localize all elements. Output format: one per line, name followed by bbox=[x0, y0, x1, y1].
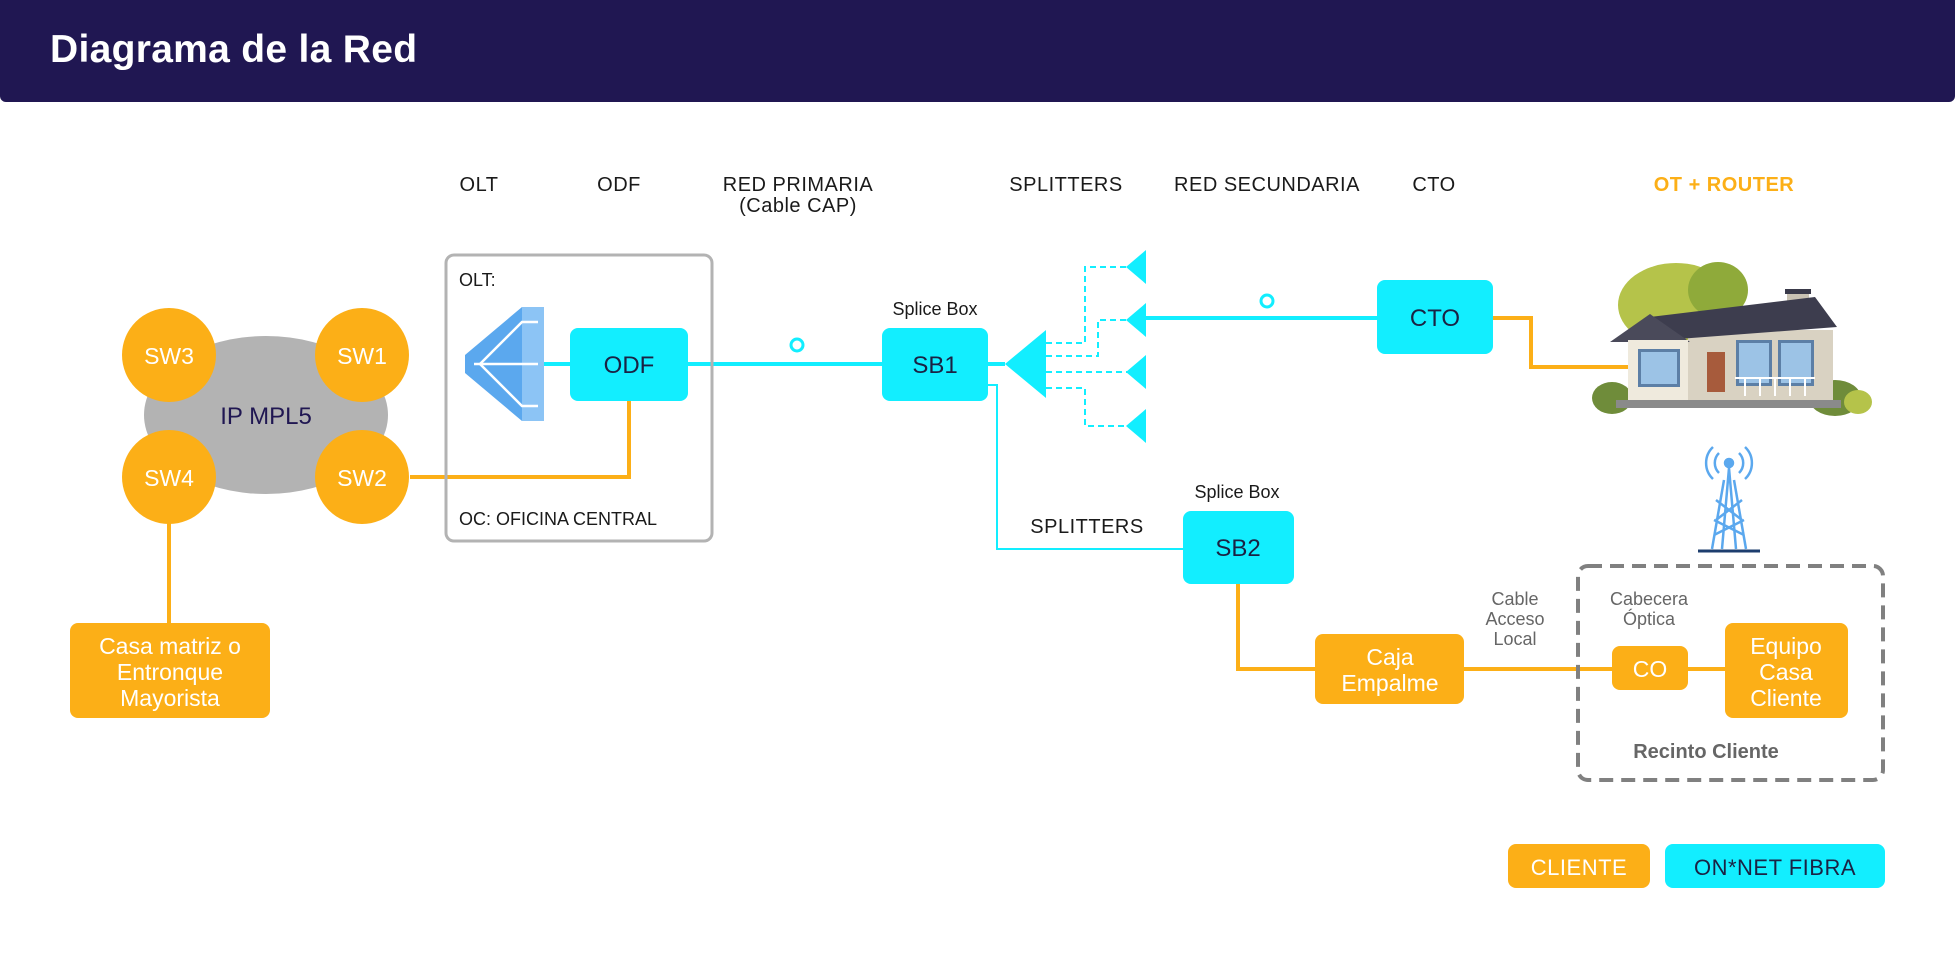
olt-device-icon bbox=[465, 307, 544, 421]
splitters-label-2: SPLITTERS bbox=[1030, 516, 1143, 538]
casa-matriz-line-3: Mayorista bbox=[120, 685, 220, 711]
cabecera-line-2: Óptica bbox=[1623, 608, 1676, 629]
column-red-primaria-sub: (Cable CAP) bbox=[739, 195, 857, 217]
splitter-icon-1 bbox=[1126, 250, 1146, 284]
equipo-cliente-box bbox=[1725, 623, 1848, 718]
sb2-box bbox=[1183, 511, 1294, 584]
cto-box bbox=[1377, 280, 1493, 354]
legend-cliente-label: CLIENTE bbox=[1531, 855, 1627, 880]
main-splitter-icon bbox=[1005, 330, 1046, 398]
page-title: Diagrama de la Red bbox=[50, 28, 418, 71]
link-sw2-odf bbox=[410, 390, 631, 479]
sb1-box bbox=[882, 328, 988, 401]
sb2-caption: Splice Box bbox=[1194, 482, 1279, 502]
column-ot-router: OT + ROUTER bbox=[1654, 174, 1795, 196]
equipo-line-2: Casa bbox=[1759, 659, 1813, 685]
splitter-icon-4 bbox=[1126, 409, 1146, 443]
sb2-box-label: SB2 bbox=[1215, 535, 1260, 562]
casa-matriz-line-1: Casa matriz o bbox=[99, 633, 241, 659]
switch-sw3-label: SW3 bbox=[144, 343, 194, 369]
legend-onnet-label: ON*NET FIBRA bbox=[1694, 855, 1856, 880]
caja-empalme-line-2: Empalme bbox=[1341, 670, 1438, 696]
column-red-secundaria: RED SECUNDARIA bbox=[1174, 174, 1360, 196]
column-olt: OLT bbox=[460, 174, 499, 196]
switch-sw2 bbox=[315, 430, 409, 524]
caja-empalme-box bbox=[1315, 634, 1464, 704]
ip-cloud-label: IP MPL5 bbox=[220, 403, 312, 430]
casa-matriz-box bbox=[70, 623, 270, 718]
column-cto: CTO bbox=[1412, 174, 1455, 196]
cto-box-label: CTO bbox=[1410, 305, 1460, 332]
header-bar: Diagrama de la Red bbox=[0, 0, 1955, 102]
switch-sw3 bbox=[122, 308, 216, 402]
cabecera-line-1: Cabecera bbox=[1610, 589, 1689, 609]
link-cto-house bbox=[1493, 316, 1650, 369]
splitter-icon-3 bbox=[1126, 355, 1146, 389]
casa-matriz-line-2: Entronque bbox=[117, 659, 223, 685]
odf-box bbox=[570, 328, 688, 401]
oc-label: OC: OFICINA CENTRAL bbox=[459, 509, 657, 529]
switch-sw4 bbox=[122, 430, 216, 524]
equipo-line-3: Cliente bbox=[1750, 685, 1822, 711]
olt-label: OLT: bbox=[459, 270, 496, 290]
splitter-fanout bbox=[1046, 266, 1128, 427]
switch-sw1 bbox=[315, 308, 409, 402]
column-red-primaria: RED PRIMARIA bbox=[723, 174, 874, 196]
central-office-frame bbox=[444, 253, 714, 543]
antenna-tower-icon bbox=[1698, 446, 1760, 553]
sb1-caption: Splice Box bbox=[892, 299, 977, 319]
odf-box-label: ODF bbox=[604, 352, 655, 379]
cable-acceso-line-2: Acceso bbox=[1485, 609, 1544, 629]
caja-empalme-line-1: Caja bbox=[1366, 644, 1414, 670]
recinto-cliente-frame bbox=[1576, 564, 1885, 782]
switch-sw2-label: SW2 bbox=[337, 465, 387, 491]
column-odf: ODF bbox=[597, 174, 641, 196]
cable-acceso-line-1: Cable bbox=[1491, 589, 1538, 609]
legend-cliente bbox=[1508, 844, 1650, 888]
recinto-cliente-label: Recinto Cliente bbox=[1633, 741, 1779, 763]
co-box-label: CO bbox=[1633, 656, 1668, 682]
co-box bbox=[1612, 646, 1688, 690]
link-sb2-caja-empalme bbox=[1236, 584, 1315, 671]
house-icon bbox=[1592, 262, 1872, 416]
legend-onnet bbox=[1665, 844, 1885, 888]
cable-marker-secondary bbox=[1259, 293, 1275, 309]
cable-marker-primary bbox=[789, 337, 805, 353]
column-splitters: SPLITTERS bbox=[1009, 174, 1122, 196]
switch-sw4-label: SW4 bbox=[144, 465, 194, 491]
equipo-line-1: Equipo bbox=[1750, 633, 1822, 659]
sb1-box-label: SB1 bbox=[912, 352, 957, 379]
splitter-icon-2 bbox=[1126, 303, 1146, 337]
link-sb1-sb2 bbox=[988, 384, 1183, 550]
switch-sw1-label: SW1 bbox=[337, 343, 387, 369]
cable-acceso-line-3: Local bbox=[1493, 629, 1536, 649]
